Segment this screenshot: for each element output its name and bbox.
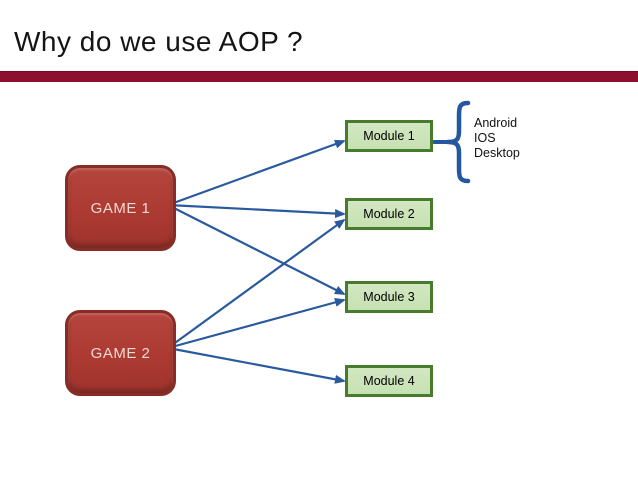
arrow-game1-module2 [167,203,346,219]
arrow-game2-module3 [167,298,346,350]
platform-list: Android IOS Desktop [474,116,520,161]
arrow-game1-module1 [167,139,346,207]
game1-label: GAME 1 [90,199,151,217]
module3-node: Module 3 [345,281,433,313]
module2-label: Module 2 [363,207,415,221]
platform-label-ios: IOS [474,131,496,145]
module3-label: Module 3 [363,290,415,304]
module2-node: Module 2 [345,198,433,230]
platform-label-android: Android [474,116,518,130]
slide-title: Why do we use AOP ? [14,26,304,57]
module1-node: Module 1 [345,120,433,152]
module1-label: Module 1 [363,129,415,143]
arrow-game1-module3 [167,204,346,295]
arrow-game2-module4 [167,346,346,384]
game2-node: GAME 2 [65,310,176,396]
module4-node: Module 4 [345,365,433,397]
module4-label: Module 4 [363,374,415,388]
game1-node: GAME 1 [65,165,176,251]
arrow-game2-module2 [167,218,346,349]
accent-bar [0,71,638,82]
game2-label: GAME 2 [90,344,151,362]
curly-brace-icon [445,100,471,184]
platform-label-desktop: Desktop [474,146,520,160]
